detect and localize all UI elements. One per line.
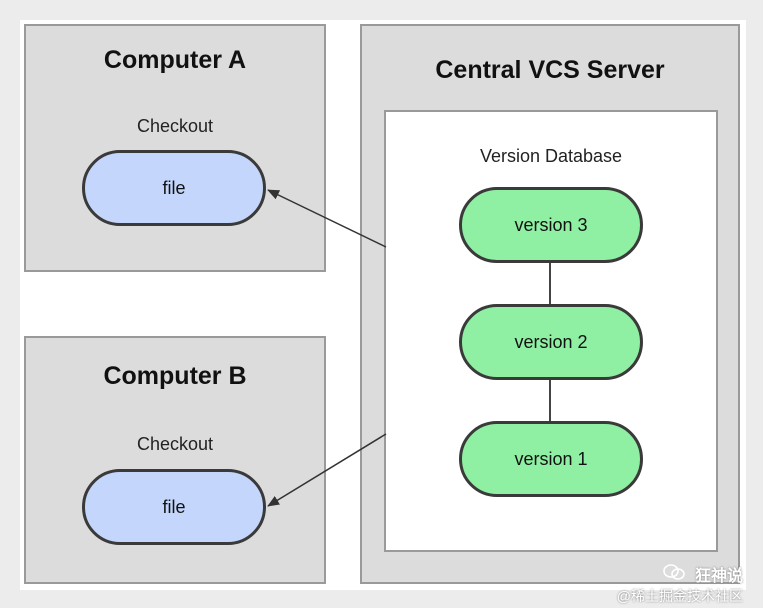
computer-a-box: Computer A Checkout <box>24 24 326 272</box>
computer-a-file: file <box>82 150 266 226</box>
watermark-line1: 狂神说 <box>694 568 743 585</box>
wechat-icon <box>663 563 685 584</box>
computer-a-file-label: file <box>162 177 186 198</box>
version-2-label: version 2 <box>514 331 588 352</box>
version-1-label: version 1 <box>514 448 588 469</box>
version-1-node: version 1 <box>459 421 643 497</box>
watermark: 狂神说 @稀土掘金技术社区 <box>617 562 743 606</box>
server-title: Central VCS Server <box>435 56 665 84</box>
computer-a-title: Computer A <box>103 46 247 74</box>
computer-b-file: file <box>82 469 266 545</box>
computer-b-box: Computer B Checkout <box>24 336 326 584</box>
version-2-node: version 2 <box>459 304 643 380</box>
computer-b-file-label: file <box>162 496 186 517</box>
version-3-label: version 3 <box>514 214 588 235</box>
version-database-label: Version Database <box>479 146 623 166</box>
computer-a-checkout-label: Checkout <box>136 116 214 136</box>
computer-b-checkout-label: Checkout <box>136 434 214 454</box>
watermark-line2: @稀土掘金技术社区 <box>616 588 743 604</box>
computer-b-title: Computer B <box>103 362 247 390</box>
version-3-node: version 3 <box>459 187 643 263</box>
